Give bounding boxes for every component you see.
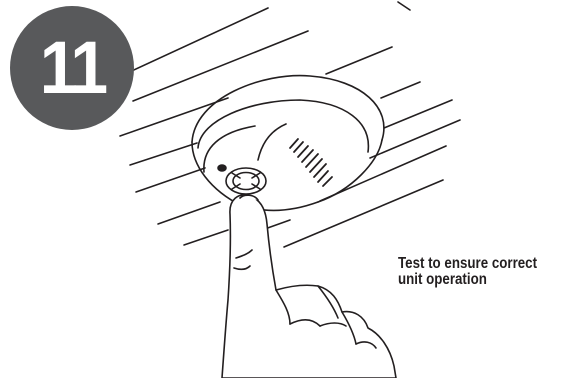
smoke-alarm <box>192 76 384 211</box>
test-button <box>226 168 266 194</box>
step-number-badge: 11 <box>10 6 134 130</box>
indicator-light <box>218 165 226 171</box>
step-number: 11 <box>40 31 105 105</box>
caption-line-2: unit operation <box>398 272 558 288</box>
instruction-caption: Test to ensure correct unit operation <box>398 256 558 288</box>
hand <box>222 195 396 378</box>
ceiling-lines <box>120 2 460 247</box>
vent-slots <box>290 139 332 186</box>
caption-line-1: Test to ensure correct <box>398 256 558 272</box>
